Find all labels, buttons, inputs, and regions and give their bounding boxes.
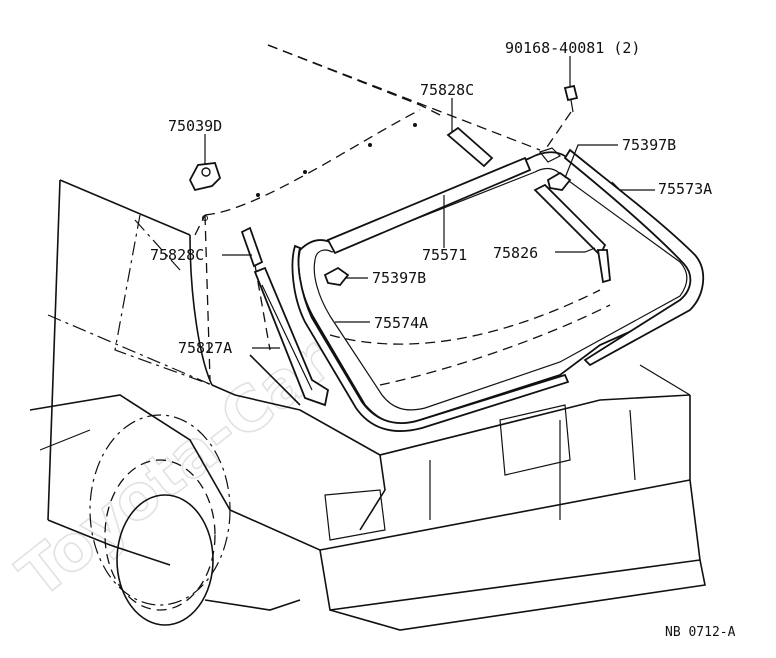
label-75826: 75826 (493, 244, 538, 262)
label-75039d: 75039D (168, 117, 222, 135)
part-75828c-top-shape (446, 126, 494, 168)
part-75571-shape (326, 156, 532, 255)
label-75571: 75571 (422, 246, 467, 264)
part-75827a-shape (253, 266, 330, 407)
drawing-code: NB 0712-A (665, 625, 736, 640)
label-75828c-left: 75828C (150, 246, 204, 264)
part-75828c-left-shape (240, 226, 264, 268)
part-75039d-shape (188, 162, 222, 192)
part-75574a-shape (291, 244, 570, 432)
label-75827a: 75827A (178, 339, 232, 357)
label-75397b-top: 75397B (622, 136, 676, 154)
label-75828c-top: 75828C (420, 81, 474, 99)
part-75397b-top-shape (546, 171, 572, 191)
leader-lines (204, 56, 655, 349)
label-75573a: 75573A (658, 180, 712, 198)
back-window-glass (297, 151, 701, 425)
car-body-outline (29, 44, 706, 631)
part-90168-screw-shape (544, 84, 579, 151)
part-75826-shape (533, 183, 611, 284)
label-75397b-mid: 75397B (372, 269, 426, 287)
label-75574a: 75574A (374, 314, 428, 332)
part-75397b-mid-shape (323, 266, 350, 286)
clip-shape (538, 147, 562, 163)
label-90168-40081: 90168-40081 (2) (505, 39, 640, 57)
part-75573a-shape (563, 148, 705, 367)
